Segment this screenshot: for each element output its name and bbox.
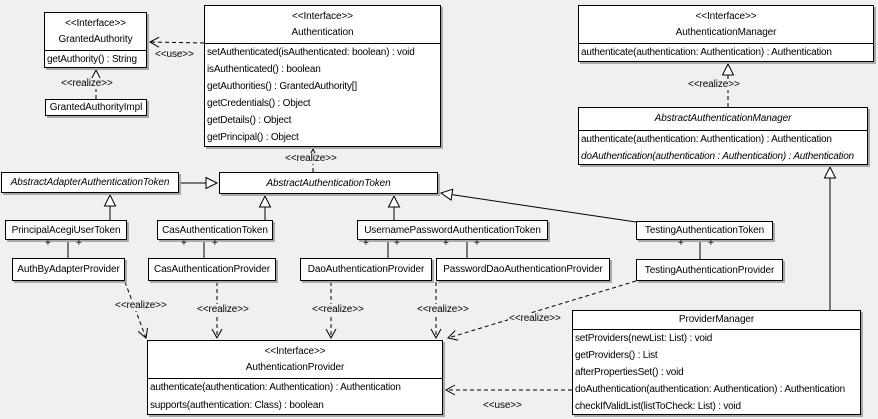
- class-name: Authentication: [291, 27, 354, 38]
- class-name: PrincipalAcegiUserToken: [11, 224, 121, 236]
- method: doAuthentication(authentication : Authen…: [581, 151, 854, 162]
- class-box-abstractauthenticationtoken[interactable]: AbstractAuthenticationToken: [219, 172, 438, 194]
- class-box-passworddaoauthenticationprovider[interactable]: PasswordDaoAuthenticationProvider: [436, 258, 610, 281]
- class-box-casauthenticationprovider[interactable]: CasAuthenticationProvider: [148, 258, 276, 281]
- realize-label: <<realize>>: [60, 78, 114, 89]
- class-box-authbyadapterprovider[interactable]: AuthByAdapterProvider: [12, 258, 125, 281]
- class-name: UsernamePasswordAuthenticationToken: [364, 224, 541, 236]
- stereotype-label: <<Interface>>: [292, 11, 353, 22]
- class-box-authenticationprovider[interactable]: <<Interface>> AuthenticationProvider aut…: [147, 340, 443, 415]
- association-end-label: +: [363, 238, 369, 249]
- association-end-label: +: [394, 238, 400, 249]
- class-header: <<Interface>> AuthenticationManager: [579, 6, 873, 44]
- class-name: DaoAuthenticationProvider: [307, 264, 425, 275]
- method: supports(authentication: Class) : boolea…: [150, 400, 324, 411]
- methods-compartment: authenticate(authentication: Authenticat…: [148, 379, 442, 414]
- class-box-authentication[interactable]: <<Interface>> Authentication setAuthenti…: [204, 5, 441, 147]
- method: setAuthenticated(isAuthenticated: boolea…: [207, 47, 415, 58]
- class-name: AbstractAdapterAuthenticationToken: [10, 177, 170, 188]
- class-box-daoauthenticationprovider[interactable]: DaoAuthenticationProvider: [300, 258, 432, 281]
- class-name: GrantedAuthorityImpl: [49, 102, 143, 113]
- class-box-principalacegiusertoken[interactable]: PrincipalAcegiUserToken: [5, 220, 127, 240]
- method: doAuthentication(authentication: Authent…: [575, 384, 845, 395]
- class-name: ProviderManager: [573, 311, 860, 330]
- realize-label: <<realize>>: [114, 300, 168, 311]
- use-authentication-to-grantedauthority[interactable]: [148, 36, 205, 48]
- realize-label: <<realize>>: [687, 79, 741, 90]
- method: getAuthority() : String: [47, 54, 137, 65]
- use-label: <<use>>: [482, 400, 523, 411]
- realize-label: <<realize>>: [196, 304, 250, 315]
- method: getDetails() : Object: [207, 115, 292, 126]
- stereotype-label: <<Interface>>: [695, 11, 757, 22]
- class-name: AuthByAdapterProvider: [17, 264, 120, 275]
- method: getPrincipal() : Object: [207, 132, 299, 143]
- association-end-label: +: [443, 238, 449, 249]
- realize-label: <<realize>>: [508, 313, 562, 324]
- association-end-label: +: [45, 238, 51, 249]
- method: getAuthorities() : GrantedAuthority[]: [207, 81, 357, 92]
- class-name: AbstractAuthenticationToken: [266, 177, 391, 189]
- class-box-grantedauthority[interactable]: <<Interface>> GrantedAuthority getAuthor…: [44, 12, 147, 68]
- association-end-label: +: [181, 238, 187, 249]
- realize-label: <<realize>>: [416, 304, 470, 315]
- association-end-label: +: [212, 238, 218, 249]
- method: isAuthenticated() : boolean: [207, 64, 321, 75]
- realize-label: <<realize>>: [284, 153, 338, 164]
- method: getProviders() : List: [575, 350, 658, 361]
- method: getCredentials() : Object: [207, 98, 311, 109]
- method: authenticate(authentication: Authenticat…: [581, 134, 832, 145]
- stereotype-label: <<Interface>>: [65, 18, 126, 29]
- class-box-usernamepasswordauthenticationtoken[interactable]: UsernamePasswordAuthenticationToken: [357, 220, 548, 240]
- association-end-label: +: [678, 238, 684, 249]
- class-name: TestingAuthenticationToken: [644, 225, 765, 236]
- class-box-testingauthenticationtoken[interactable]: TestingAuthenticationToken: [636, 221, 773, 240]
- class-name: TestingAuthenticationProvider: [644, 264, 775, 276]
- association-end-label: +: [708, 238, 714, 249]
- class-header: <<Interface>> Authentication: [205, 6, 440, 44]
- class-name: PasswordDaoAuthenticationProvider: [443, 264, 603, 275]
- class-name: CasAuthenticationProvider: [154, 264, 270, 275]
- stereotype-label: <<Interface>>: [264, 346, 326, 357]
- method: authenticate(authentication: Authenticat…: [150, 382, 401, 393]
- method: afterPropertiesSet() : void: [575, 367, 684, 378]
- methods-compartment: setProviders(newList: List) : void getPr…: [573, 330, 860, 414]
- class-box-abstractadapterauthenticationtoken[interactable]: AbstractAdapterAuthenticationToken: [1, 172, 179, 193]
- class-name: AuthenticationManager: [675, 27, 777, 38]
- methods-compartment: getAuthority() : String: [45, 51, 146, 67]
- realize-label: <<realize>>: [311, 304, 365, 315]
- class-box-grantedauthorityimpl[interactable]: GrantedAuthorityImpl: [45, 99, 147, 116]
- class-name: AuthenticationProvider: [245, 362, 345, 373]
- methods-compartment: authenticate(authentication: Authenticat…: [579, 44, 873, 61]
- class-box-authenticationmanager[interactable]: <<Interface>> AuthenticationManager auth…: [578, 5, 874, 62]
- generalization-testingtoken-to-abstracttoken[interactable]: [439, 188, 637, 223]
- class-name: GrantedAuthority: [58, 34, 133, 45]
- method: setProviders(newList: List) : void: [575, 333, 713, 344]
- class-name: CasAuthenticationToken: [162, 224, 268, 236]
- association-end-label: +: [76, 238, 82, 249]
- methods-compartment: authenticate(authentication: Authenticat…: [579, 131, 867, 164]
- class-header: <<Interface>> GrantedAuthority: [45, 13, 146, 51]
- class-box-abstractauthenticationmanager[interactable]: AbstractAuthenticationManager authentica…: [578, 107, 868, 165]
- class-box-casauthenticationtoken[interactable]: CasAuthenticationToken: [157, 220, 273, 240]
- method: authenticate(authentication: Authenticat…: [581, 47, 832, 58]
- use-label: <<use>>: [154, 49, 195, 60]
- association-end-label: +: [474, 238, 480, 249]
- class-box-testingauthenticationprovider[interactable]: TestingAuthenticationProvider: [636, 259, 783, 281]
- class-name: AbstractAuthenticationManager: [579, 108, 867, 131]
- methods-compartment: setAuthenticated(isAuthenticated: boolea…: [205, 44, 440, 146]
- method: checkIfValidList(listToCheck: List) : vo…: [575, 401, 741, 412]
- class-header: <<Interface>> AuthenticationProvider: [148, 341, 442, 379]
- class-box-providermanager[interactable]: ProviderManager setProviders(newList: Li…: [572, 310, 861, 415]
- realize-testingprovider-to-authenticationprovider[interactable]: [447, 280, 637, 341]
